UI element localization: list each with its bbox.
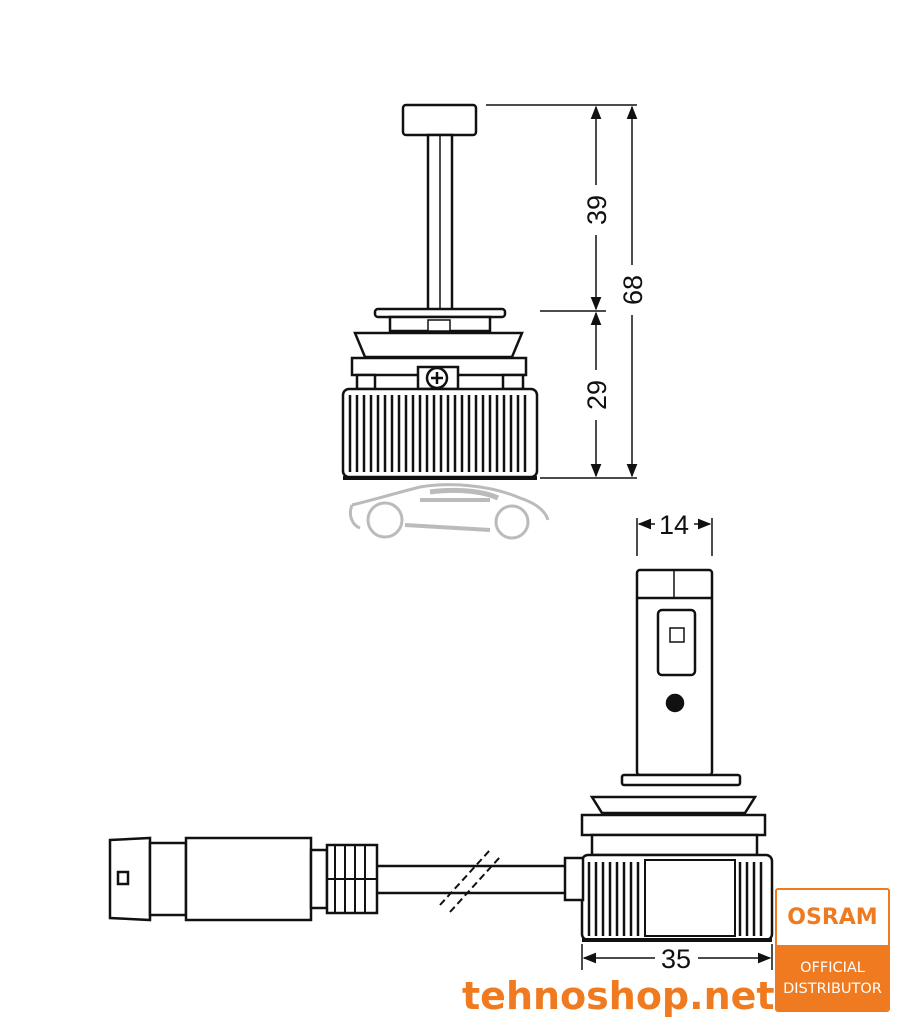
dimension-35: 35 — [661, 944, 691, 974]
connector-plug — [108, 836, 379, 922]
bulb-cap — [401, 103, 478, 137]
badge-line-2: DISTRIBUTOR — [783, 980, 882, 997]
bulb-front-view — [580, 568, 774, 942]
cable — [378, 849, 585, 913]
osram-distributor-badge: OSRAM OFFICIAL DISTRIBUTOR — [775, 888, 890, 1012]
watermark-text: tehnoshop.net — [462, 974, 775, 1018]
badge-line-1: OFFICIAL — [800, 959, 865, 976]
distributor-label: OFFICIAL DISTRIBUTOR — [777, 945, 888, 1010]
car-icon — [348, 483, 550, 540]
dimension-68: 68 — [618, 275, 648, 305]
head-width-dimension — [636, 518, 713, 556]
bulb-side-view — [341, 103, 539, 480]
driver-box — [644, 859, 736, 937]
led-dot — [665, 693, 685, 713]
dimension-14: 14 — [659, 510, 689, 540]
height-dimensions — [486, 104, 638, 479]
locking-ring — [353, 331, 524, 359]
dimension-29: 29 — [582, 380, 612, 410]
osram-logo: OSRAM — [777, 890, 888, 945]
dimension-39: 39 — [582, 195, 612, 225]
base-width-dimension — [581, 944, 773, 970]
